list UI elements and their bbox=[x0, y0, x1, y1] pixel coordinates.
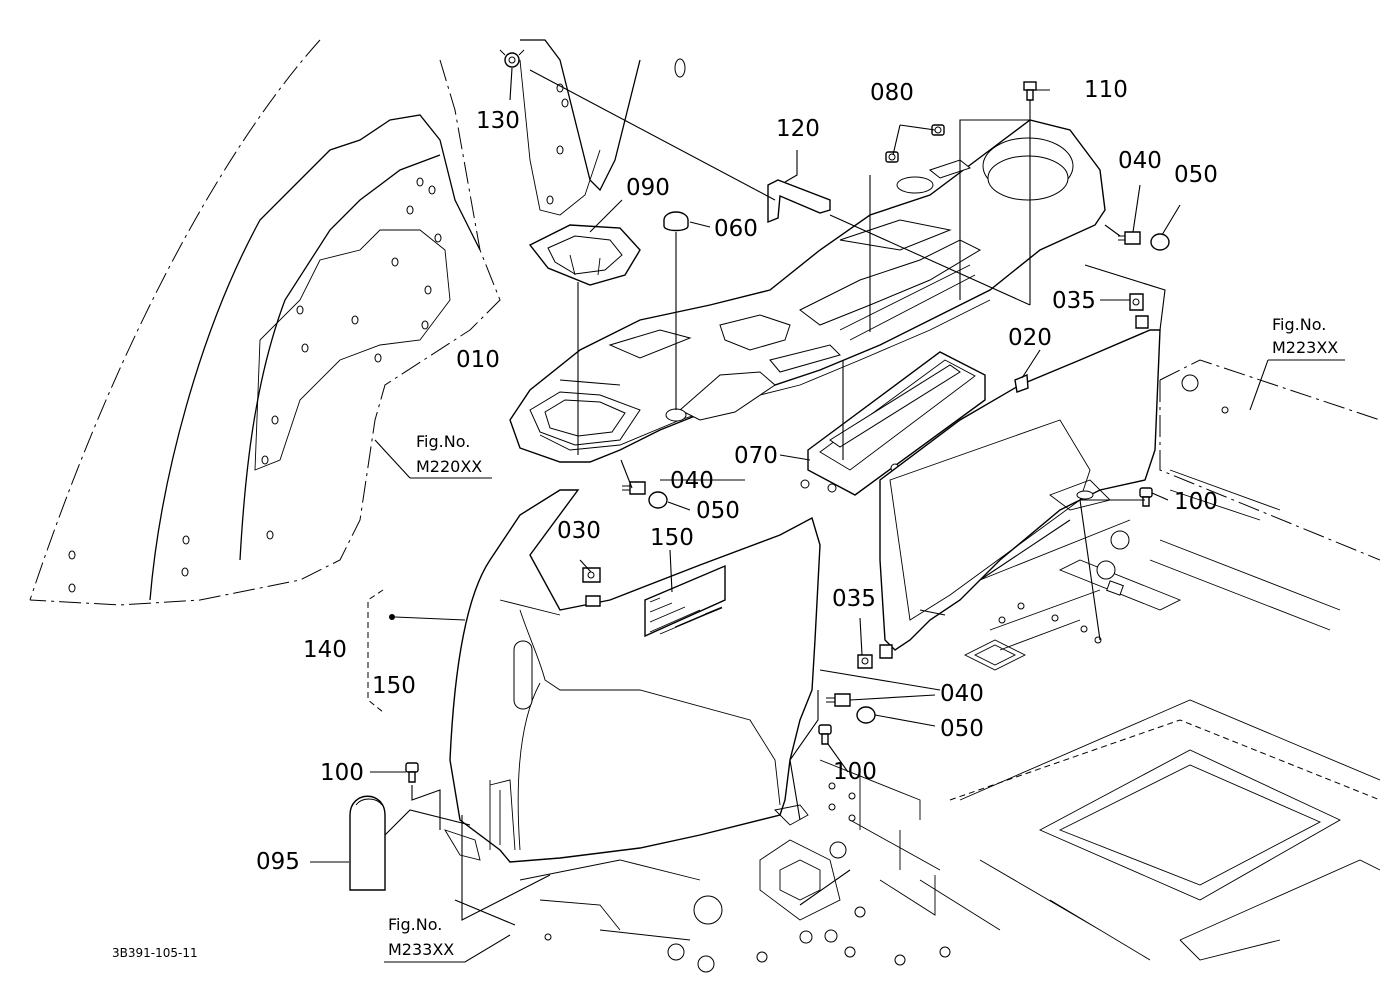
fig-ref-m223: Fig.No. M223XX bbox=[1249, 315, 1345, 411]
callout-030: 030 bbox=[557, 518, 601, 544]
callout-020: 020 bbox=[1008, 325, 1052, 351]
fig-ref-caption: Fig.No. bbox=[388, 915, 442, 934]
part-070-bracket bbox=[800, 351, 986, 496]
bolt-100-c bbox=[818, 724, 832, 745]
fig-ref-m220: Fig.No. M220XX bbox=[374, 432, 492, 479]
fig-ref-number: M233XX bbox=[388, 940, 454, 959]
callout-110: 110 bbox=[1084, 77, 1128, 103]
bolt-100-b bbox=[405, 762, 419, 783]
callouts: 130 090 060 120 080 110 040 050 035 020 … bbox=[256, 77, 1218, 875]
callout-050: 050 bbox=[940, 716, 984, 742]
floor-platform bbox=[519, 359, 1380, 973]
screw-040-b bbox=[622, 481, 646, 495]
leader-lines bbox=[310, 67, 1181, 926]
drawing-code: 3B391-105-11 bbox=[112, 946, 198, 960]
fasteners bbox=[405, 49, 1170, 783]
part-140-front-cover bbox=[443, 489, 821, 863]
fig-ref-number: M223XX bbox=[1272, 338, 1338, 357]
nut-050-b bbox=[648, 491, 668, 509]
part-090-cup-holder bbox=[528, 224, 641, 286]
fender-outline bbox=[29, 39, 686, 606]
callout-035: 035 bbox=[832, 586, 876, 612]
callout-100: 100 bbox=[833, 759, 877, 785]
part-010-console-top bbox=[509, 119, 1106, 463]
callout-050: 050 bbox=[1174, 162, 1218, 188]
fig-ref-number: M220XX bbox=[416, 457, 482, 476]
part-095-pad bbox=[349, 795, 386, 891]
label-hatching bbox=[649, 597, 723, 635]
callout-130: 130 bbox=[476, 108, 520, 134]
nut-050-a bbox=[1150, 233, 1170, 251]
callout-060: 060 bbox=[714, 216, 758, 242]
callout-040: 040 bbox=[940, 681, 984, 707]
bolt-080-b bbox=[885, 151, 899, 163]
part-120-bracket bbox=[767, 179, 831, 224]
callout-050: 050 bbox=[696, 498, 740, 524]
callout-040: 040 bbox=[1118, 148, 1162, 174]
callout-095: 095 bbox=[256, 849, 300, 875]
screw-040-c bbox=[826, 693, 851, 707]
callout-040: 040 bbox=[670, 468, 714, 494]
callout-080: 080 bbox=[870, 80, 914, 106]
nut-050-c bbox=[856, 706, 876, 724]
fig-ref-caption: Fig.No. bbox=[1272, 315, 1326, 334]
fig-ref-caption: Fig.No. bbox=[416, 432, 470, 451]
bolt-100-a bbox=[1139, 487, 1153, 507]
bolt-110 bbox=[1023, 81, 1037, 101]
callout-070: 070 bbox=[734, 443, 778, 469]
callout-140: 140 bbox=[303, 637, 347, 663]
screw-040-a bbox=[1118, 231, 1141, 245]
callout-150: 150 bbox=[650, 525, 694, 551]
bolt-130 bbox=[499, 49, 525, 68]
callout-090: 090 bbox=[626, 175, 670, 201]
part-060-plug bbox=[663, 211, 689, 232]
fig-ref-m233: Fig.No. M233XX bbox=[384, 915, 511, 963]
callout-100: 100 bbox=[1174, 489, 1218, 515]
callout-035: 035 bbox=[1052, 288, 1096, 314]
callout-010: 010 bbox=[456, 347, 500, 373]
callout-150: 150 bbox=[372, 673, 416, 699]
callout-100: 100 bbox=[320, 760, 364, 786]
callout-120: 120 bbox=[776, 116, 820, 142]
